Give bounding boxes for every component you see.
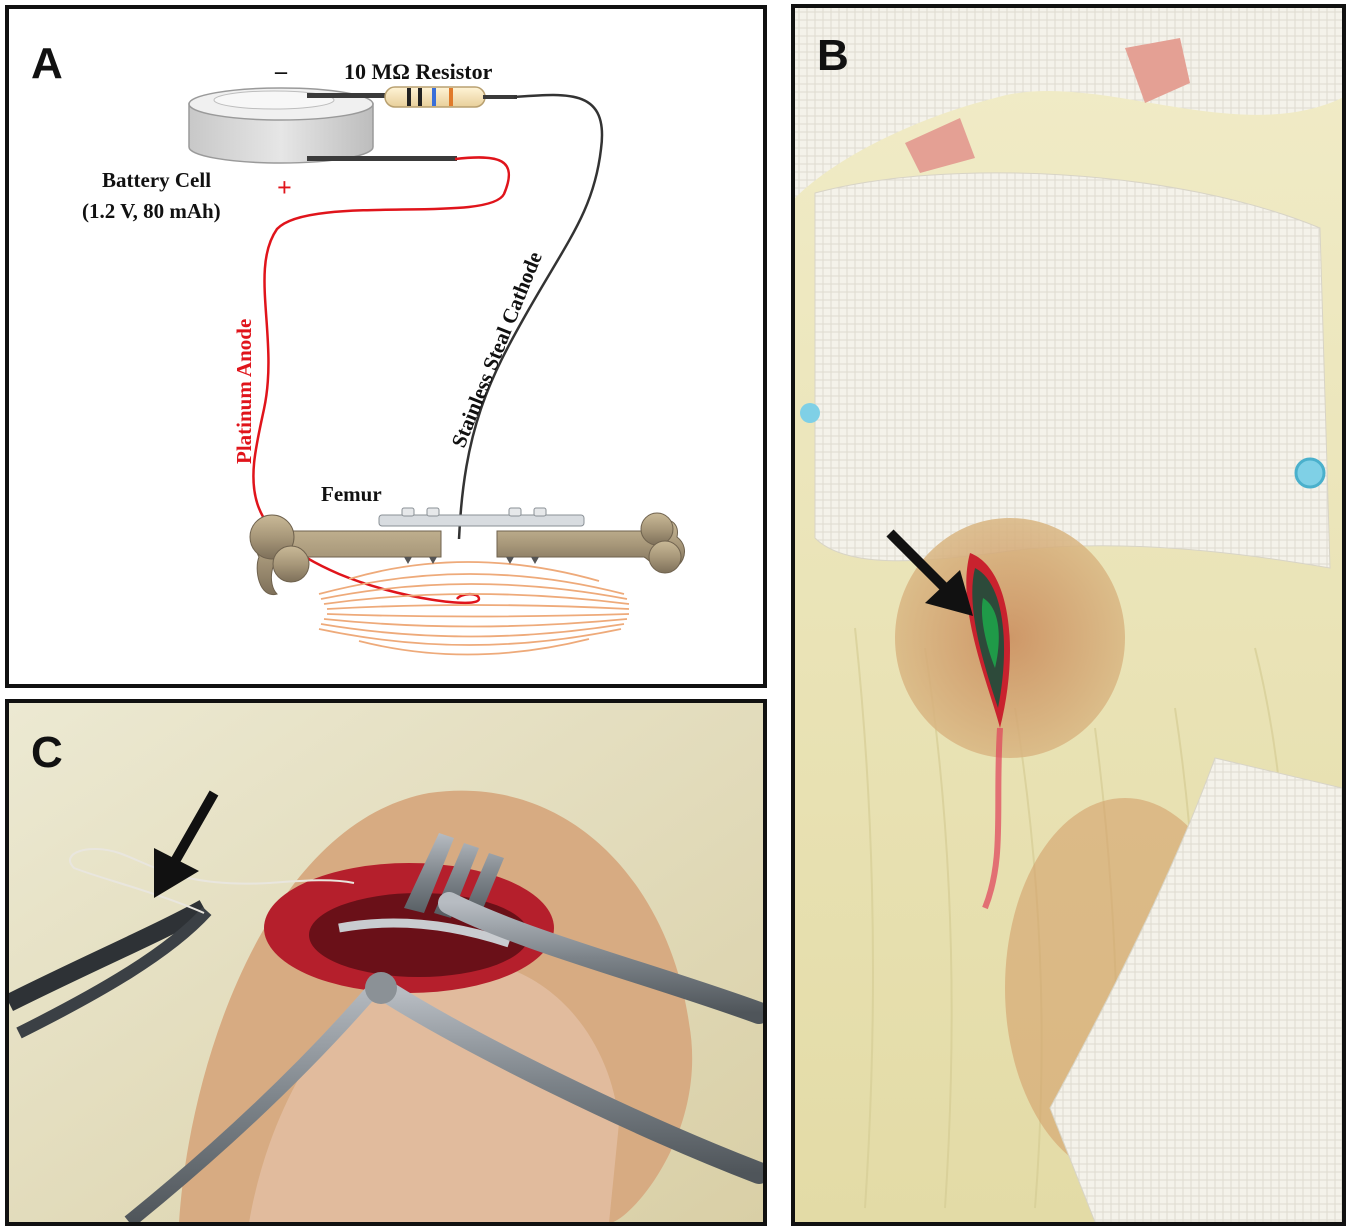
panel-c-photo: C xyxy=(5,699,767,1226)
bone-plate xyxy=(338,918,511,948)
muscle-tissue xyxy=(318,561,630,656)
cathode-label: Stainless Steal Cathode xyxy=(446,248,546,451)
negative-terminal-sign: – xyxy=(274,59,288,85)
panel-letter-b: B xyxy=(817,31,849,80)
resistor xyxy=(384,86,517,108)
panel-letter-a: A xyxy=(31,39,63,88)
catheter-right xyxy=(1294,457,1326,489)
ear-right xyxy=(1125,38,1190,103)
femur-label: Femur xyxy=(321,482,382,506)
arrow-icon xyxy=(886,529,973,616)
anode-wire xyxy=(252,156,511,605)
circuit-diagram: – 10 MΩ Resistor + Battery Cell (1.2 V, … xyxy=(82,59,686,656)
positive-terminal-sign: + xyxy=(277,173,292,202)
catheter-left xyxy=(800,403,820,423)
shaved-skin xyxy=(895,518,1125,758)
anode-label: Platinum Anode xyxy=(232,319,256,464)
arrow-icon xyxy=(154,790,219,898)
fixation-plate xyxy=(378,507,585,564)
top-drape xyxy=(795,8,1342,198)
battery-label-line1: Battery Cell xyxy=(102,168,211,192)
photo-implant-site xyxy=(795,8,1342,1222)
battery-label-line2: (1.2 V, 80 mAh) xyxy=(82,199,221,223)
retractor xyxy=(124,833,763,1222)
battery-cell xyxy=(188,87,374,164)
cathode-wire xyxy=(457,93,604,540)
platinum-wire xyxy=(69,847,355,914)
needle-holder xyxy=(9,900,212,1039)
gauze-pad xyxy=(1049,757,1342,1222)
panel-b-photo: B xyxy=(791,4,1346,1226)
femur-bone xyxy=(249,512,686,595)
ear-left xyxy=(905,118,975,173)
battery-terminals xyxy=(307,93,457,161)
gauze-drape xyxy=(814,172,1331,569)
resistor-label: 10 MΩ Resistor xyxy=(344,59,493,84)
photo-surgical-field xyxy=(9,703,763,1222)
panel-a-schematic: A xyxy=(5,5,767,688)
panel-letter-c: C xyxy=(31,728,63,777)
